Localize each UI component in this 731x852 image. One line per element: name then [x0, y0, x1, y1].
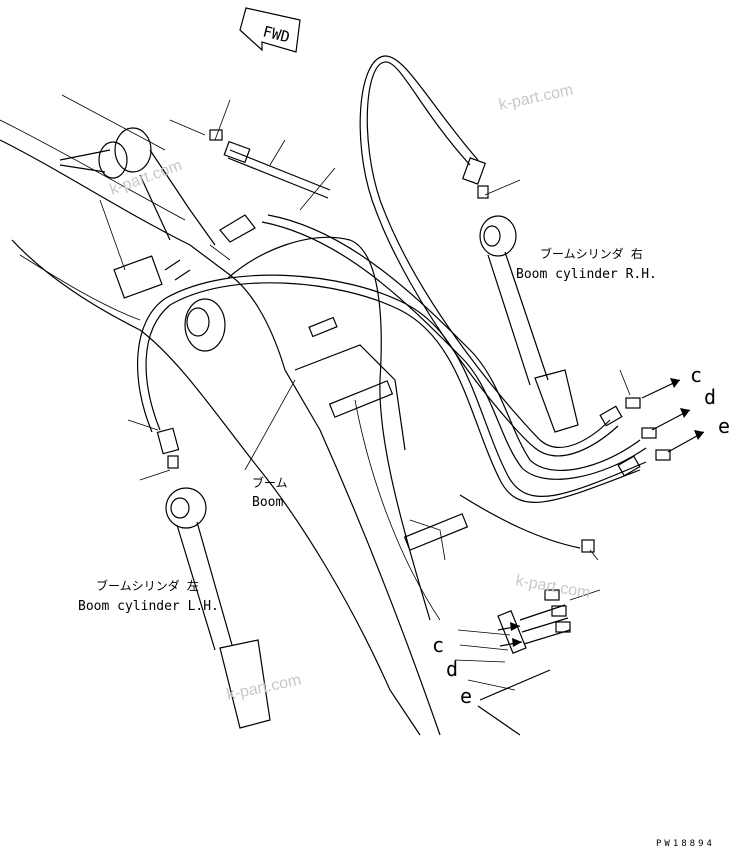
boom-pin-boss [184, 298, 226, 352]
watermark: k-part.com [497, 82, 574, 114]
callout-e-lh: e [460, 684, 472, 708]
fwd-marker: FWD [239, 7, 301, 53]
callout-d-lh: d [446, 657, 458, 681]
boom-cylinder-lh-label: Boom cylinder L.H. [78, 599, 219, 614]
boom-top-bracket [59, 127, 256, 299]
boom-cylinder-rh-label: Boom cylinder R.H. [516, 267, 657, 282]
callout-e-rh: e [718, 414, 730, 438]
boom-body [0, 119, 446, 736]
arrows-rh [497, 378, 705, 647]
callout-c-lh: c [432, 633, 444, 657]
callout-d-rh: d [704, 385, 716, 409]
watermark: k-part.com [514, 572, 591, 602]
boom-cylinder-rh-jp-label: ブームシリンダ 右 [540, 246, 643, 261]
callout-c-rh: c [690, 363, 702, 387]
boom-cylinder-lh [156, 427, 271, 729]
hose-clamps [308, 316, 469, 551]
boom-cylinder-lh-jp-label: ブームシリンダ 左 [96, 578, 199, 593]
drawing-number: PW18894 [656, 839, 715, 849]
hydraulic-hoses [137, 55, 647, 549]
boom-jp-label: ブーム [252, 475, 288, 490]
leader-lines [61, 94, 631, 691]
fitting-group-rh [209, 129, 671, 477]
boom-label: Boom [252, 495, 283, 510]
lower-connection-block [477, 539, 595, 736]
boom-cylinder-rh [479, 215, 579, 433]
